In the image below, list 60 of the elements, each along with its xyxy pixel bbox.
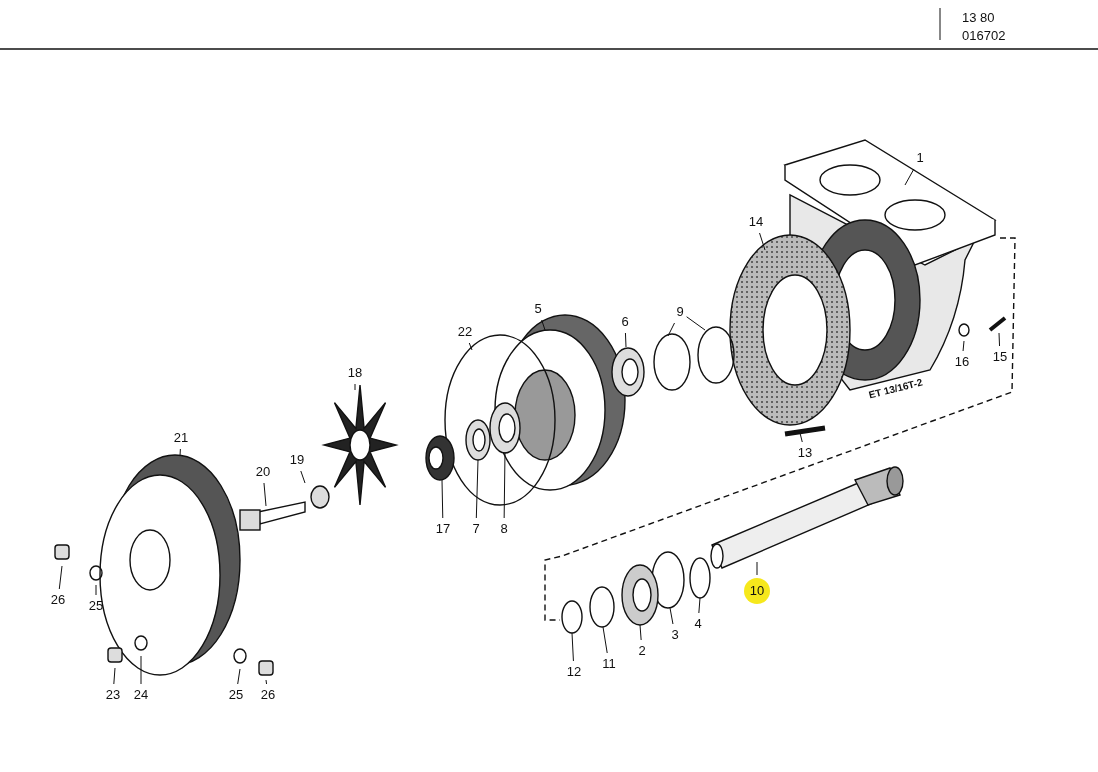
leader-line — [95, 584, 97, 596]
callout-number: 25 — [228, 687, 244, 703]
callout-number: 8 — [500, 521, 508, 537]
callout-number: 23 — [105, 687, 121, 703]
callout-number: 11 — [602, 656, 616, 672]
leader-line — [962, 340, 965, 352]
leader-line — [667, 322, 675, 337]
callout-number: 12 — [566, 664, 582, 680]
leader-line — [140, 655, 142, 685]
leader-line — [265, 679, 268, 685]
callout-number: 5 — [534, 301, 542, 317]
leader-line — [475, 459, 479, 519]
callout-number: 7 — [472, 521, 480, 537]
callout-number: 26 — [50, 592, 66, 608]
callout-number: 2 — [638, 643, 646, 659]
leader-line — [179, 448, 181, 457]
leader-line — [639, 624, 642, 641]
callout-number: 3 — [671, 627, 679, 643]
leader-line — [624, 332, 627, 348]
document-number: 016702 — [962, 28, 1006, 43]
callout-number: 15 — [992, 349, 1008, 365]
leader-line — [263, 482, 267, 507]
callout-number: 17 — [435, 521, 451, 537]
callout-number: 16 — [954, 354, 970, 370]
leader-line — [571, 632, 574, 662]
leader-line — [998, 332, 1001, 347]
callout-number: 24 — [133, 687, 149, 703]
leader-line — [669, 607, 674, 625]
sheet-number: 13 80 — [962, 10, 995, 25]
leader-line — [300, 470, 306, 484]
callout-number: 14 — [748, 214, 764, 230]
leader-line — [503, 451, 506, 519]
callout-number: 25 — [88, 598, 104, 614]
leader-line — [441, 479, 444, 519]
leader-line — [686, 316, 706, 331]
leader-line — [698, 597, 701, 614]
leader-line — [237, 668, 241, 685]
leader-line — [602, 626, 608, 654]
callout-number: 6 — [621, 314, 629, 330]
leader-line — [113, 667, 116, 685]
callout-number: 10 — [744, 578, 770, 604]
leader-line — [904, 168, 915, 186]
callout-number: 18 — [347, 365, 363, 381]
leader-line — [759, 232, 766, 251]
callout-number: 1 — [916, 150, 924, 166]
callout-number: 22 — [457, 324, 473, 340]
callout-number: 9 — [676, 304, 684, 320]
leader-line — [799, 432, 803, 443]
drawing-reference: ET 13/16T-2 — [867, 376, 924, 401]
leader-line — [354, 383, 356, 391]
callout-number: 13 — [797, 445, 813, 461]
leader-line — [468, 342, 473, 351]
callout-number: 19 — [289, 452, 305, 468]
callout-number: 4 — [694, 616, 702, 632]
callout-number: 20 — [255, 464, 271, 480]
callout-number: 21 — [173, 430, 189, 446]
leader-line — [756, 561, 758, 576]
callout-number: 26 — [260, 687, 276, 703]
leader-line — [58, 565, 63, 590]
leader-line — [541, 319, 546, 331]
